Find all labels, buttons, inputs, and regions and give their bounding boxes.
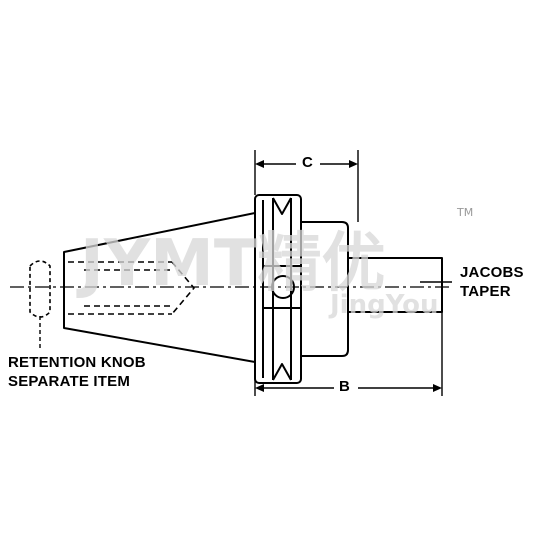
dimension-c-label: C [302, 154, 314, 171]
jacobs-taper-label-line1: JACOBS [460, 264, 524, 281]
retention-knob-label-line1: RETENTION KNOB [8, 354, 146, 371]
trademark-mark: TM [457, 206, 474, 219]
retention-knob-label-line2: SEPARATE ITEM [8, 373, 131, 390]
v-groove [272, 197, 292, 215]
dimension-b-label: B [339, 378, 351, 395]
jacobs-taper-label-line2: TAPER [460, 283, 511, 300]
jacobs-taper-nose [347, 257, 443, 313]
watermark-logo: JYMT精优 [80, 227, 386, 301]
watermark-subtext: JingYou [330, 290, 439, 320]
